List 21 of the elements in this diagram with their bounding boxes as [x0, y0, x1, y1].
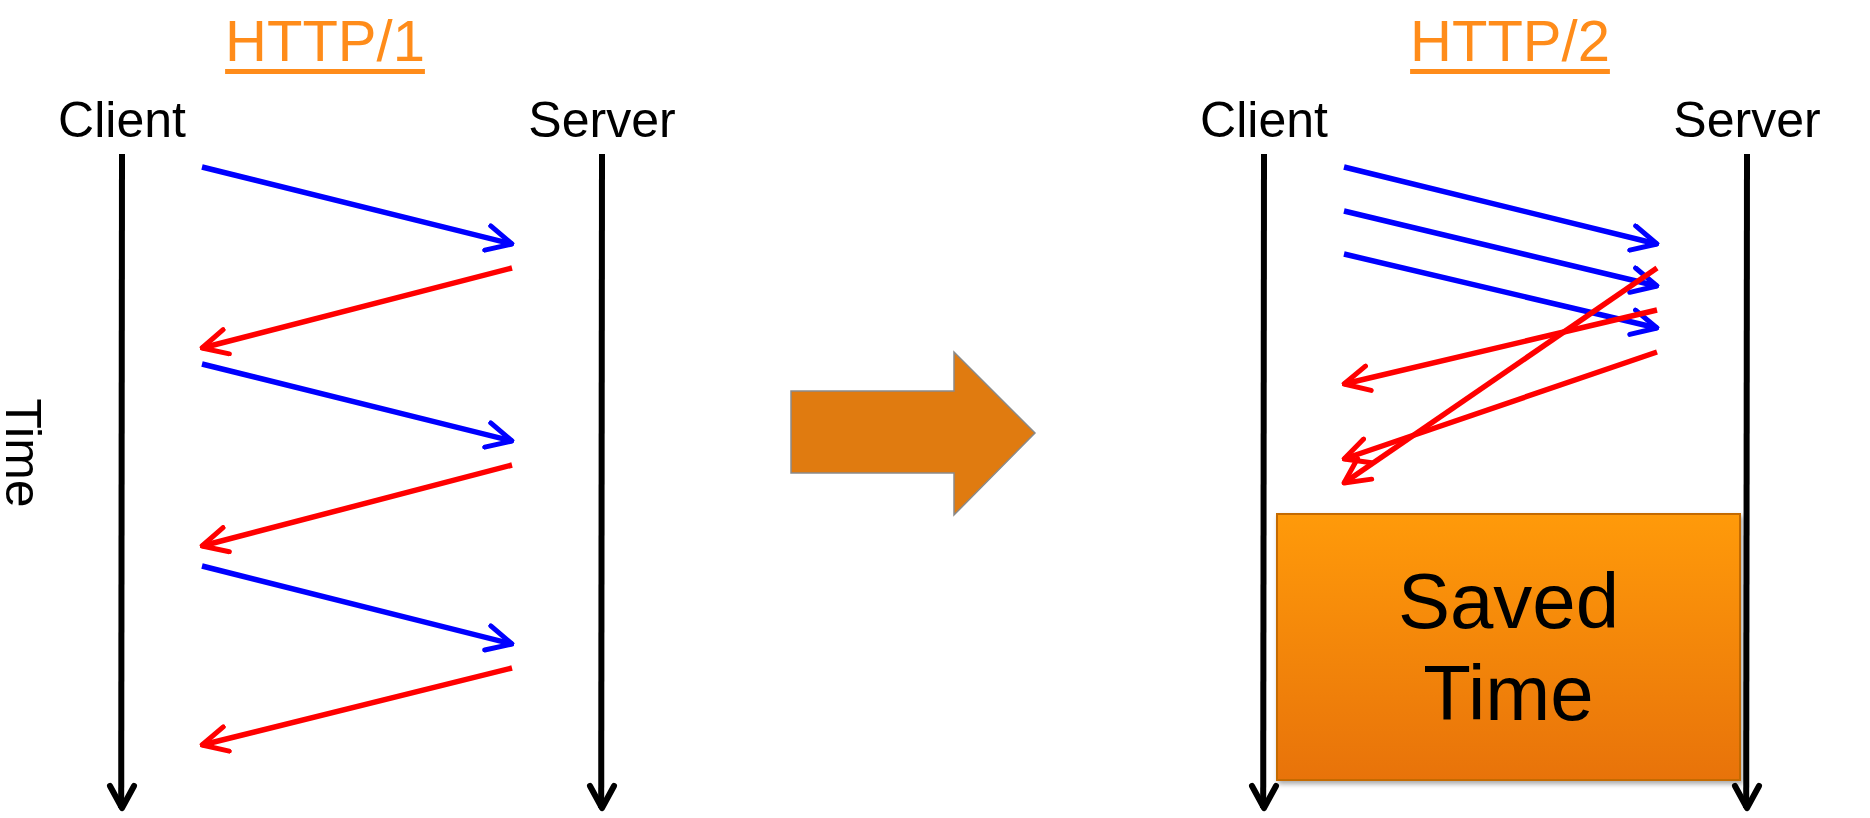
- lifeline-label: Client: [1199, 92, 1329, 148]
- message-arrow: [201, 164, 515, 253]
- panel-title: HTTP/1: [224, 10, 426, 72]
- message-arrow: [1341, 349, 1658, 466]
- message-arrow: [201, 361, 515, 450]
- message-arrow: [1343, 164, 1660, 253]
- highlight-box: [1276, 513, 1741, 781]
- message-arrow: [199, 462, 513, 555]
- message-arrow: [1343, 208, 1660, 295]
- message-arrow: [1341, 307, 1658, 393]
- lifeline-label: Server: [527, 92, 677, 148]
- message-arrow: [1341, 265, 1659, 486]
- panel-title: HTTP/2: [1409, 10, 1611, 72]
- message-arrow: [201, 563, 515, 653]
- message-arrow: [199, 265, 513, 357]
- lifeline-label: Client: [57, 92, 187, 148]
- message-arrow: [199, 665, 513, 754]
- lifeline-label: Server: [1672, 92, 1822, 148]
- box-label: Saved Time: [1396, 556, 1621, 739]
- axis-label: Time: [0, 398, 51, 508]
- message-arrow: [1343, 251, 1660, 337]
